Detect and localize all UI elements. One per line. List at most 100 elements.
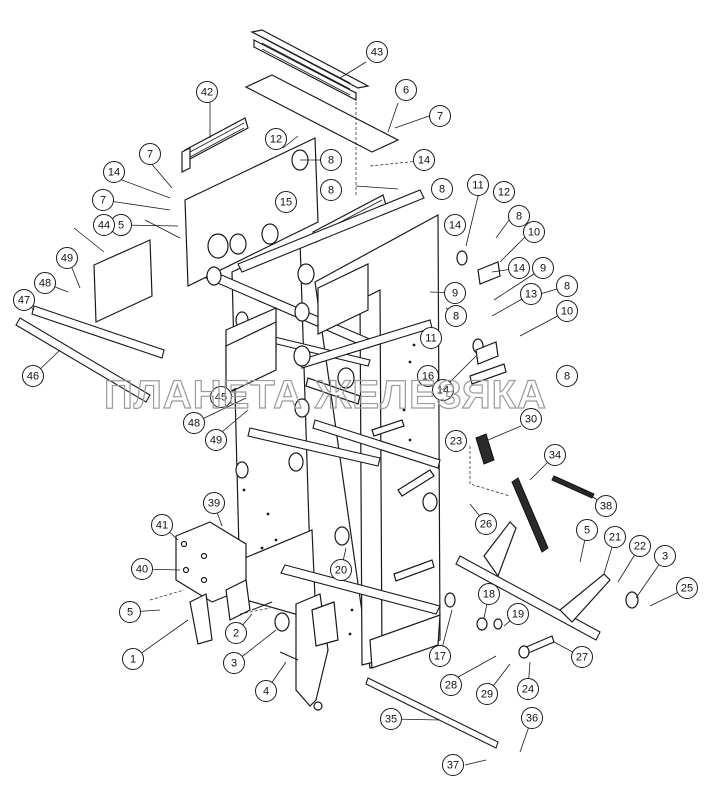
callout-number: 47 [18, 295, 30, 307]
callout-number: 15 [280, 197, 292, 209]
callout-circle [196, 81, 218, 103]
callout-circle [507, 603, 529, 625]
callout-circle [210, 386, 232, 408]
callout-circle [604, 526, 626, 548]
callout-number: 14 [437, 385, 449, 397]
callout-circle [493, 181, 515, 203]
callout-number: 8 [564, 281, 570, 293]
callout-6: 6 [395, 79, 417, 101]
callout-number: 20 [335, 565, 347, 577]
callout-number: 4 [263, 686, 269, 698]
callout-circle [444, 214, 466, 236]
callout-number: 42 [201, 87, 213, 99]
callout-1: 1 [122, 648, 144, 670]
callout-22: 22 [629, 535, 651, 557]
callout-circle [131, 558, 153, 580]
callout-12: 12 [265, 128, 287, 150]
callout-44: 44 [93, 214, 115, 236]
callout-number: 45 [215, 392, 227, 404]
callout-circle [320, 179, 342, 201]
callout-circle [520, 408, 542, 430]
callout-13: 13 [520, 283, 542, 305]
callout-number: 49 [210, 435, 222, 447]
callout-number: 5 [584, 525, 590, 537]
callout-17: 17 [429, 645, 451, 667]
callout-39: 39 [203, 492, 225, 514]
callout-circle [380, 708, 402, 730]
callout-number: 5 [127, 607, 133, 619]
callout-circle [556, 365, 578, 387]
callout-23: 23 [445, 430, 467, 452]
callout-36: 36 [521, 707, 543, 729]
callout-number: 3 [231, 658, 237, 670]
callout-8: 8 [556, 365, 578, 387]
callout-number: 44 [98, 220, 110, 232]
callout-8: 8 [320, 149, 342, 171]
callout-circle [478, 583, 500, 605]
callout-12: 12 [493, 181, 515, 203]
callout-circle [122, 648, 144, 670]
callout-number: 2 [233, 628, 239, 640]
callout-number: 38 [600, 501, 612, 513]
callout-circle [420, 327, 442, 349]
callout-47: 47 [13, 289, 35, 311]
callout-circle [34, 272, 56, 294]
tube-47 [31, 305, 165, 359]
callout-14: 14 [432, 379, 454, 401]
washer-3 [274, 612, 290, 632]
callout-40: 40 [131, 558, 153, 580]
callout-number: 13 [525, 289, 537, 301]
callout-number: 46 [27, 371, 39, 383]
callout-9: 9 [532, 257, 554, 279]
chain-34 [511, 477, 549, 553]
callout-circle [595, 495, 617, 517]
callout-25: 25 [676, 577, 698, 599]
callout-number: 34 [549, 450, 561, 462]
callout-5: 5 [119, 601, 141, 623]
callout-number: 8 [328, 155, 334, 167]
callout-49: 49 [205, 429, 227, 451]
callout-circle [440, 674, 462, 696]
callout-number: 48 [39, 278, 51, 290]
callout-circle [576, 519, 598, 541]
callout-27: 27 [571, 646, 593, 668]
callout-46: 46 [22, 365, 44, 387]
callout-8: 8 [508, 205, 530, 227]
callout-8: 8 [556, 275, 578, 297]
callout-number: 16 [422, 371, 434, 383]
callout-18: 18 [478, 583, 500, 605]
callout-number: 19 [512, 609, 524, 621]
callout-circle [413, 149, 435, 171]
callout-circle [508, 257, 530, 279]
callout-number: 36 [526, 713, 538, 725]
callout-number: 26 [480, 519, 492, 531]
callout-number: 7 [100, 195, 106, 207]
callout-number: 6 [403, 85, 409, 97]
callout-circle [255, 680, 277, 702]
callout-number: 8 [328, 185, 334, 197]
callout-number: 9 [452, 288, 458, 300]
callout-circle [476, 683, 498, 705]
callout-circle [93, 214, 115, 236]
vent-grille-top [250, 29, 370, 101]
callout-number: 8 [516, 211, 522, 223]
callout-circle [139, 143, 161, 165]
callout-11: 11 [467, 174, 489, 196]
callout-24: 24 [517, 678, 539, 700]
callout-number: 14 [418, 155, 430, 167]
callout-circle [92, 189, 114, 211]
watermark-text: ПЛАНЕТА ЖЕЛЕЗЯКА [104, 373, 547, 417]
callout-49: 49 [56, 247, 78, 269]
bolt-4 [279, 651, 299, 661]
callout-number: 30 [525, 414, 537, 426]
callout-number: 40 [136, 564, 148, 576]
callout-5: 5 [576, 519, 598, 541]
callout-number: 37 [447, 760, 459, 772]
callout-8: 8 [431, 178, 453, 200]
callout-circle [523, 221, 545, 243]
callout-circle [103, 161, 125, 183]
callout-circle [508, 205, 530, 227]
rod-35 [365, 677, 499, 749]
callout-26: 26 [475, 513, 497, 535]
